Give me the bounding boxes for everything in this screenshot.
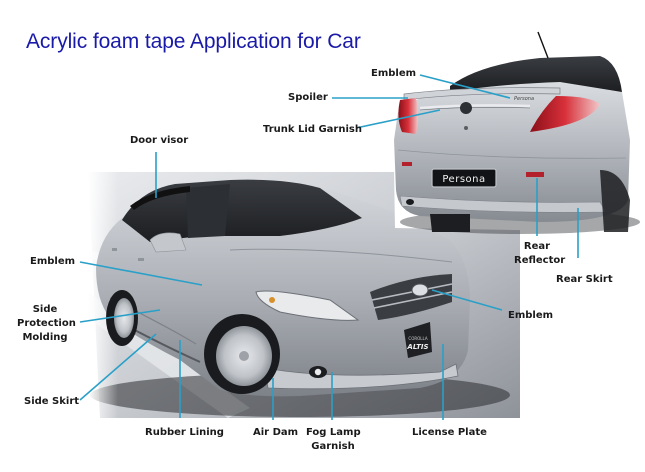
line-rear-emblem	[419, 74, 511, 99]
line-side-skirt	[79, 333, 157, 401]
label-rear-reflector-line2: Reflector	[514, 255, 566, 266]
label-rear-reflector-line1: Rear	[523, 241, 551, 252]
diagram-title: Acrylic foam tape Application for Car	[26, 30, 361, 53]
label-fog-lamp-line2: Garnish	[311, 441, 355, 452]
rear-car-photo: Persona Persona	[392, 31, 641, 234]
label-rear-emblem: Emblem	[371, 68, 417, 79]
label-door-visor: Door visor	[130, 135, 189, 146]
label-rear-reflector: Rear Reflector	[514, 240, 566, 268]
label-side-skirt: Side Skirt	[24, 396, 80, 407]
label-spoiler: Spoiler	[288, 92, 328, 103]
rear-emblem-text: Persona	[514, 96, 534, 102]
label-rear-skirt: Rear Skirt	[556, 274, 613, 285]
label-emblem-front: Emblem	[508, 310, 554, 321]
label-side-protection-line1: Side	[32, 304, 58, 315]
label-side-protection-molding: Side Protection Molding	[17, 303, 76, 345]
label-fog-lamp-line1: Fog Lamp	[306, 427, 361, 438]
label-rubber-lining: Rubber Lining	[145, 427, 224, 438]
front-badge-top: COROLLA	[408, 336, 427, 341]
label-license-plate: License Plate	[412, 427, 487, 438]
line-side-protection	[79, 309, 161, 323]
label-trunk-lid-garnish: Trunk Lid Garnish	[263, 124, 362, 135]
front-badge-model: ALTIS	[406, 343, 428, 351]
front-car-photo: COROLLA ALTIS	[88, 172, 520, 418]
rear-plate-text: Persona	[442, 174, 485, 185]
label-emblem-side: Emblem	[30, 256, 76, 267]
callout-lines	[79, 74, 579, 420]
label-side-protection-line2: Protection	[17, 318, 76, 329]
label-fog-lamp-garnish: Fog Lamp Garnish	[306, 426, 361, 454]
line-emblem-side	[79, 261, 203, 286]
line-trunk-garnish	[355, 109, 441, 129]
line-emblem-front	[431, 289, 503, 311]
label-air-dam: Air Dam	[253, 427, 299, 438]
label-side-protection-line3: Molding	[22, 332, 68, 343]
